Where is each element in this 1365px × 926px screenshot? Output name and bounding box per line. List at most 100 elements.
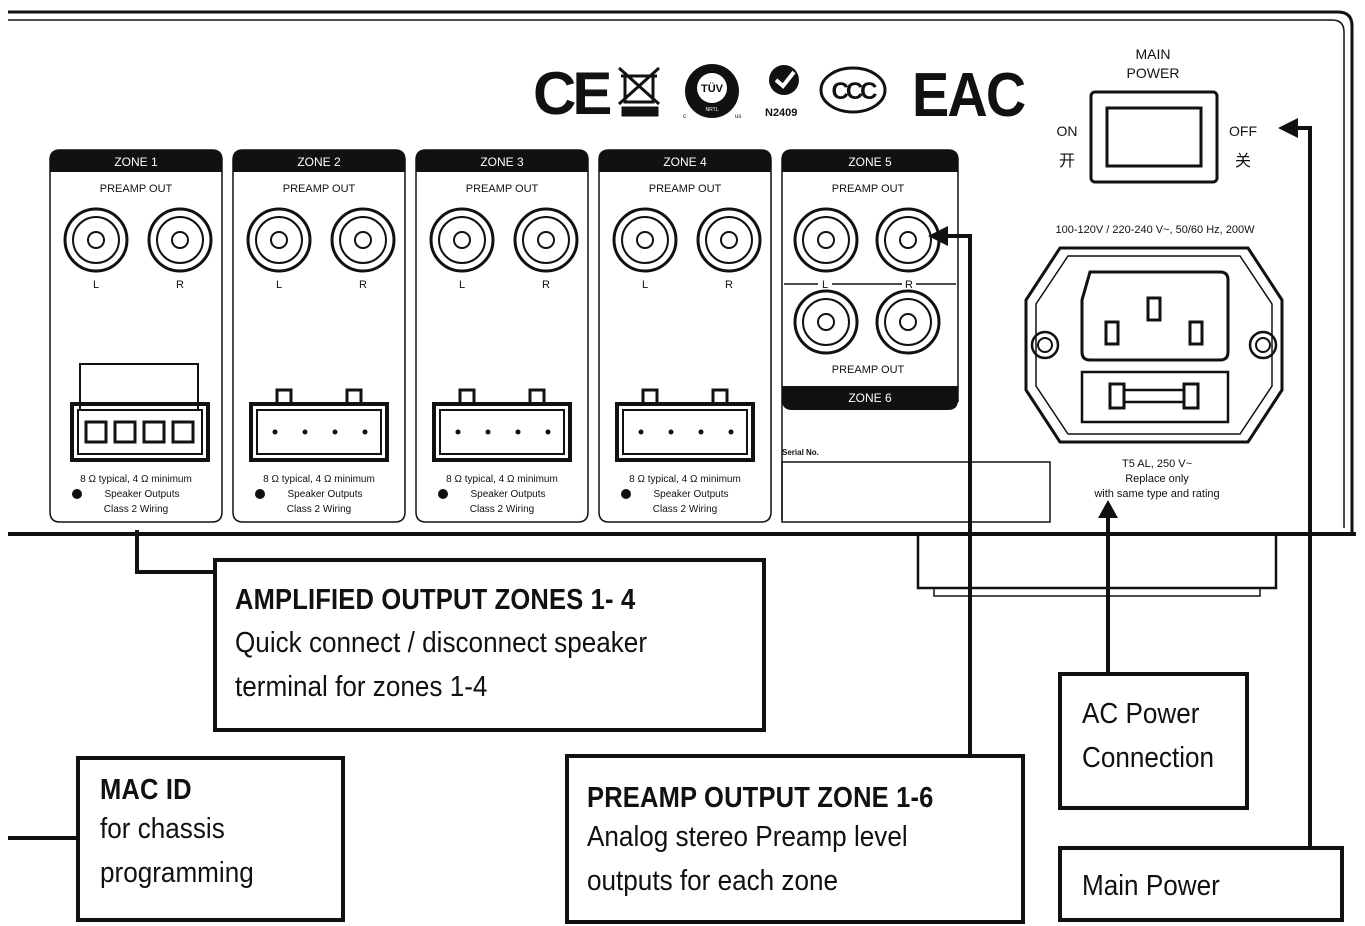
zone-panels: ZONE 1 PREAMP OUT L R 8 Ω typical, 4 Ω minim… xyxy=(49,149,772,523)
arrowheads xyxy=(928,118,1298,518)
svg-text:NRTL: NRTL xyxy=(706,107,719,113)
zone-1-right-label: R xyxy=(176,279,184,291)
zone-4-speaker-outputs-label: Speaker Outputs xyxy=(653,489,728,500)
mac-id-title: MAC ID xyxy=(100,774,192,806)
amplified-output-desc-line1: Quick connect / disconnect speaker xyxy=(235,627,648,659)
zone-3-left-label: L xyxy=(459,279,465,291)
zone-6-header: ZONE 6 xyxy=(848,391,892,405)
zone-4-right-label: R xyxy=(725,279,733,291)
zone-2-wiring-label: Class 2 Wiring xyxy=(287,504,351,515)
power-rating-label: 100-120V / 220-240 V~, 50/60 Hz, 200W xyxy=(1055,224,1255,236)
zone-4-warning-icon xyxy=(621,489,631,499)
svg-text:c: c xyxy=(683,114,686,120)
zone-4-preamp-label: PREAMP OUT xyxy=(649,183,722,195)
zone-4-impedance-label: 8 Ω typical, 4 Ω minimum xyxy=(629,474,741,485)
ac-power-arrow-icon xyxy=(1098,500,1118,518)
zone-1-wiring-label: Class 2 Wiring xyxy=(104,504,168,515)
amplified-output-callout: AMPLIFIED OUTPUT ZONES 1- 4 Quick connec… xyxy=(213,558,766,732)
zone-1-preamp-label: PREAMP OUT xyxy=(100,183,173,195)
zone-2-rca-right xyxy=(330,207,396,273)
preamp-arrow-icon xyxy=(928,226,948,246)
ce-mark-icon: CE xyxy=(533,60,610,127)
zone-3-rca-right xyxy=(513,207,579,273)
mac-id-callout: MAC ID for chassis programming xyxy=(76,756,345,922)
zone-1-warning-icon xyxy=(72,489,82,499)
svg-text:CCC: CCC xyxy=(832,78,878,105)
zone-2-speaker-terminal xyxy=(249,388,389,462)
svg-text:N2409: N2409 xyxy=(765,107,797,119)
zone-5-6-left-label: L xyxy=(822,279,828,291)
zone-4-rca-left xyxy=(612,207,678,273)
preamp-output-desc-line2: outputs for each zone xyxy=(587,865,839,897)
preamp-output-callout: PREAMP OUTPUT ZONE 1-6 Analog stereo Pre… xyxy=(565,754,1025,924)
switch-off-cn-label: 关 xyxy=(1235,152,1251,170)
zone-3-panel: ZONE 3 PREAMP OUT L R 8 Ω typical, 4 Ω minim… xyxy=(415,149,589,523)
zone-6-preamp-label: PREAMP OUT xyxy=(832,364,905,376)
zone-1-panel: ZONE 1 PREAMP OUT L R 8 Ω typical, 4 Ω minim… xyxy=(49,149,223,523)
main-power-leader-line xyxy=(1290,126,1312,846)
amplified-output-desc-line2: terminal for zones 1-4 xyxy=(235,671,488,703)
zone-6-rca-right xyxy=(875,289,941,355)
preamp-output-desc-line1: Analog stereo Preamp level xyxy=(587,821,908,853)
main-power-desc-line1: Main Power xyxy=(1082,870,1220,902)
zone-4-header: ZONE 4 xyxy=(663,155,707,169)
zone-3-warning-icon xyxy=(438,489,448,499)
zone-1-rca-right xyxy=(147,207,213,273)
amplified-leader-line xyxy=(135,530,214,574)
zone-5-preamp-label: PREAMP OUT xyxy=(832,183,905,195)
main-power-arrow-icon xyxy=(1278,118,1298,138)
zone-5-rca-left xyxy=(793,207,859,273)
zone-2-rca-left xyxy=(246,207,312,273)
main-power-callout: Main Power xyxy=(1058,846,1344,922)
preamp-output-title: PREAMP OUTPUT ZONE 1-6 xyxy=(587,782,934,814)
switch-on-cn-label: 开 xyxy=(1059,153,1075,170)
fuse-replace-label: Replace only xyxy=(1125,473,1189,485)
zone-5-rca-right xyxy=(875,207,941,273)
main-power-label-line2: POWER xyxy=(1127,65,1180,81)
zone-3-wiring-label: Class 2 Wiring xyxy=(470,504,534,515)
zone-3-rca-left xyxy=(429,207,495,273)
switch-on-label: ON xyxy=(1057,123,1078,139)
ac-power-desc-line2: Connection xyxy=(1082,742,1215,774)
chassis-outline xyxy=(8,10,1356,597)
zone-4-left-label: L xyxy=(642,279,648,291)
zone-1-speaker-terminal xyxy=(70,363,210,462)
serial-number-area: Serial No. xyxy=(781,448,1051,523)
zone-4-panel: ZONE 4 PREAMP OUT L R 8 Ω typical, 4 Ω minim… xyxy=(598,149,772,523)
zone-5-6-panel: ZONE 5 PREAMP OUT L R PREAMP OUT ZON xyxy=(781,149,959,520)
weee-bin-icon xyxy=(617,66,661,117)
zone-6-rca-left xyxy=(793,289,859,355)
zone-2-impedance-label: 8 Ω typical, 4 Ω minimum xyxy=(263,474,375,485)
mac-id-desc-line2: programming xyxy=(100,857,254,889)
zone-3-impedance-label: 8 Ω typical, 4 Ω minimum xyxy=(446,474,558,485)
zone-2-right-label: R xyxy=(359,279,367,291)
main-power-label-line1: MAIN xyxy=(1136,46,1171,62)
zone-3-speaker-outputs-label: Speaker Outputs xyxy=(470,489,545,500)
zone-4-rca-right xyxy=(696,207,762,273)
svg-text:us: us xyxy=(735,114,741,120)
zone-1-left-label: L xyxy=(93,279,99,291)
mac-id-desc-line1: for chassis xyxy=(100,813,225,845)
zone-3-header: ZONE 3 xyxy=(480,155,524,169)
zone-2-left-label: L xyxy=(276,279,282,291)
amplified-output-title: AMPLIFIED OUTPUT ZONES 1- 4 xyxy=(235,584,636,616)
zone-3-right-label: R xyxy=(542,279,550,291)
zone-2-warning-icon xyxy=(255,489,265,499)
ac-power-inlet: 100-120V / 220-240 V~, 50/60 Hz, 200W T5… xyxy=(1024,224,1284,500)
switch-off-label: OFF xyxy=(1229,123,1257,139)
zone-2-preamp-label: PREAMP OUT xyxy=(283,183,356,195)
zone-5-header: ZONE 5 xyxy=(848,155,892,169)
zone-1-speaker-outputs-label: Speaker Outputs xyxy=(104,489,179,500)
svg-text:TÜV: TÜV xyxy=(701,82,724,95)
zone-2-speaker-outputs-label: Speaker Outputs xyxy=(287,489,362,500)
ac-power-desc-line1: AC Power xyxy=(1082,698,1200,730)
zone-1-header: ZONE 1 xyxy=(114,155,158,169)
ac-power-callout: AC Power Connection xyxy=(1058,672,1249,810)
zone-3-preamp-label: PREAMP OUT xyxy=(466,183,539,195)
zone-5-6-right-label: R xyxy=(905,279,913,291)
zone-1-impedance-label: 8 Ω typical, 4 Ω minimum xyxy=(80,474,192,485)
zone-2-header: ZONE 2 xyxy=(297,155,341,169)
rcm-mark-icon: N2409 xyxy=(765,65,799,119)
fuse-type-label: with same type and rating xyxy=(1093,488,1219,500)
